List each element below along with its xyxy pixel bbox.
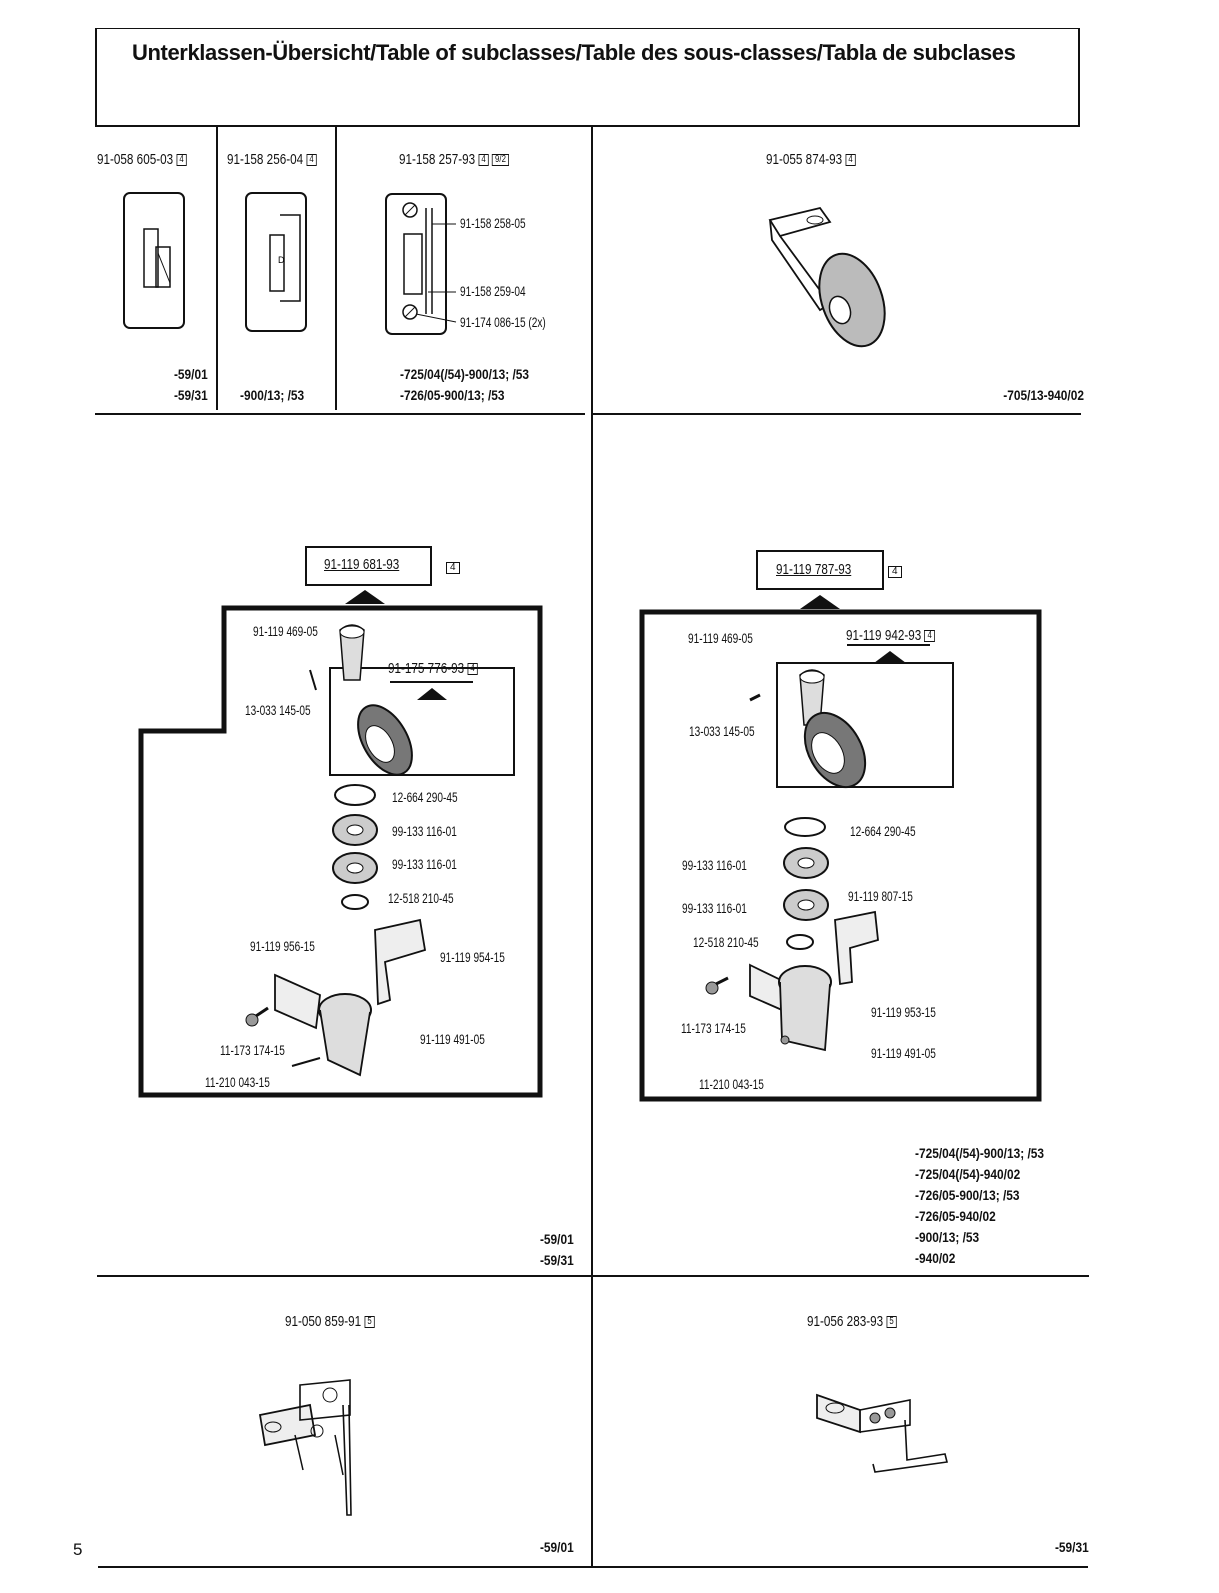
edge-guide-drawing xyxy=(816,1393,948,1473)
center-divider xyxy=(591,127,593,1567)
callout-label: 91-119 953-15 xyxy=(871,1004,936,1020)
callout-label: 11-173 174-15 xyxy=(220,1042,285,1058)
callout-label: 91-119 491-05 xyxy=(871,1045,936,1061)
callout-label: 99-133 116-01 xyxy=(682,857,747,873)
callout-label: 91-119 469-05 xyxy=(688,630,753,646)
box-badge: 4 xyxy=(442,559,460,577)
bracket-assembly-drawing xyxy=(245,918,427,1077)
callout-label: 13-033 145-05 xyxy=(689,723,755,739)
divider xyxy=(216,127,218,410)
callout-label: 11-210 043-15 xyxy=(205,1074,270,1090)
header-box xyxy=(95,28,1080,127)
code-list: -59/01 -59/31 xyxy=(540,1231,574,1268)
bearing-stack-drawing xyxy=(332,784,378,910)
svg-text:D: D xyxy=(278,255,285,265)
code-list: -59/01 -59/31 xyxy=(174,366,208,403)
arrow-up-icon xyxy=(345,590,385,604)
assembly-box xyxy=(305,546,432,586)
callout-label: 99-133 116-01 xyxy=(392,856,457,872)
footer-rule xyxy=(98,1566,1088,1568)
row-divider xyxy=(95,413,585,415)
box-badge: 4 xyxy=(884,563,902,581)
wheel-drawing xyxy=(768,206,886,348)
part-drawing xyxy=(123,192,185,329)
code-label: -59/31 xyxy=(1055,1539,1089,1555)
callout-label: 99-133 116-01 xyxy=(392,823,457,839)
part-drawing xyxy=(385,193,457,335)
page-title: Unterklassen-Übersicht/Table of subclass… xyxy=(132,40,1016,65)
callout-label: 91-119 469-05 xyxy=(253,623,318,639)
assembly-part-number: 91-119 681-93 xyxy=(324,556,400,573)
callout-label: 91-119 807-15 xyxy=(848,888,913,904)
callout-label: 91-158 258-05 xyxy=(460,215,526,231)
part-drawing: D xyxy=(245,192,307,332)
callout-label: 12-664 290-45 xyxy=(850,823,916,839)
arrow-up-icon xyxy=(800,595,840,609)
divider xyxy=(335,127,337,410)
row-divider xyxy=(97,1275,1089,1277)
code-list: -705/13-940/02 xyxy=(1003,387,1084,403)
callout-label: 11-173 174-15 xyxy=(681,1020,746,1036)
row-divider xyxy=(591,413,1081,415)
callout-label: 99-133 116-01 xyxy=(682,900,747,916)
assembly-box xyxy=(756,550,884,590)
assembly-part-number: 91-119 787-93 xyxy=(776,561,852,578)
callout-label: 12-664 290-45 xyxy=(392,789,458,805)
callout-label: 91-119 491-05 xyxy=(420,1031,485,1047)
callout-label: 91-174 086-15 (2x) xyxy=(460,314,546,330)
code-label: -59/01 xyxy=(540,1539,574,1555)
page-number: 5 xyxy=(73,1540,83,1559)
bracket-assembly-drawing xyxy=(705,910,879,1052)
callout-label: 91-119 954-15 xyxy=(440,949,505,965)
wheel-subassembly-drawing xyxy=(309,624,413,776)
code-list: -900/13; /53 xyxy=(240,387,305,403)
wheel-subassembly-drawing xyxy=(749,669,867,788)
code-list: -725/04(/54)-900/13; /53 -726/05-900/13;… xyxy=(400,366,530,403)
callout-label: 12-518 210-45 xyxy=(693,934,759,950)
callout-label: 11-210 043-15 xyxy=(699,1076,764,1092)
callout-label: 12-518 210-45 xyxy=(388,890,454,906)
callout-label: 91-158 259-04 xyxy=(460,283,526,299)
guide-assembly-drawing xyxy=(258,1379,352,1516)
code-list: -725/04(/54)-900/13; /53 -725/04(/54)-94… xyxy=(915,1145,1045,1266)
callout-label: 91-119 956-15 xyxy=(250,938,315,954)
bearing-stack-drawing xyxy=(783,817,829,950)
callout-label: 13-033 145-05 xyxy=(245,702,311,718)
